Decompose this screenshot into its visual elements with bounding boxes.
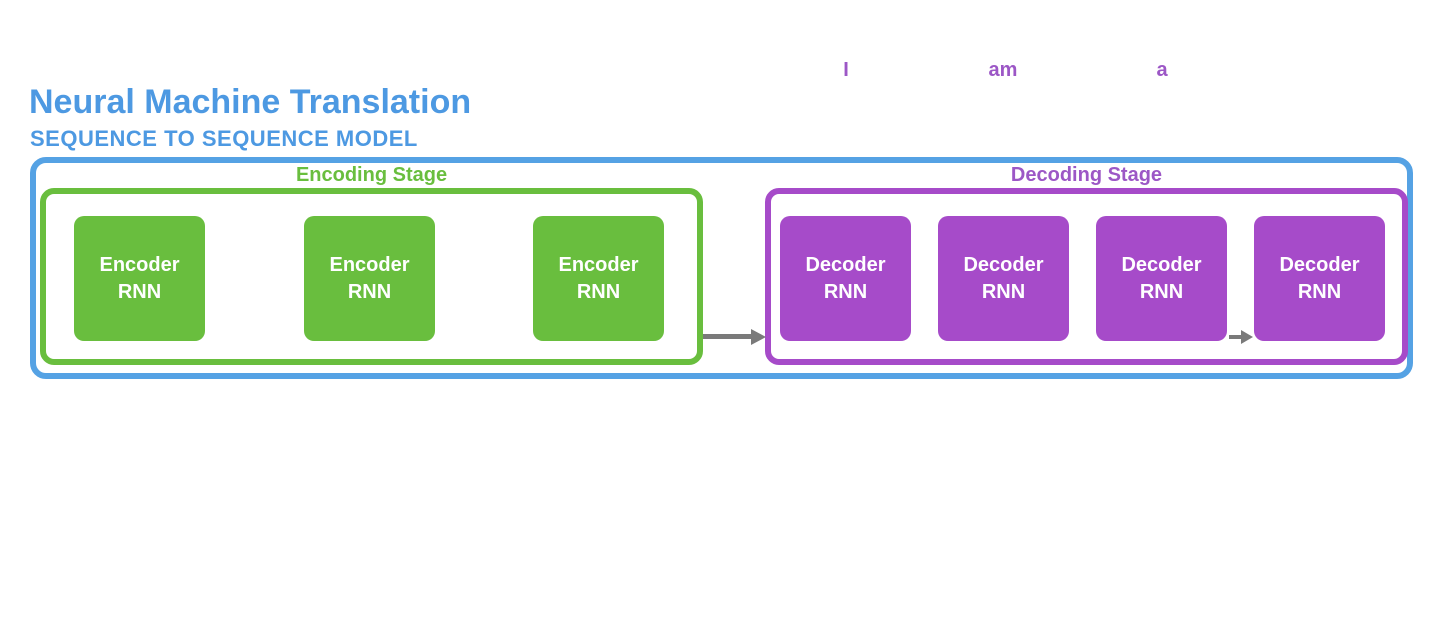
right-arrow-icon [751, 329, 766, 345]
decoder-rnn-label-line2: RNN [823, 280, 868, 303]
decoder-rnn-box: Decoder RNN [780, 216, 911, 341]
model-outer-frame [30, 157, 1413, 379]
right-arrow-shaft [1229, 335, 1243, 339]
encoder-rnn-box: Encoder RNN [304, 216, 435, 341]
encoder-rnn-label-line1: Encoder [329, 253, 410, 276]
encoding-stage-label: Encoding Stage [295, 164, 448, 186]
decoder-rnn-label-line1: Decoder [1279, 253, 1360, 276]
right-arrow-icon [1241, 330, 1253, 344]
decoder-rnn-box: Decoder RNN [1254, 216, 1385, 341]
output-word: a [1156, 59, 1168, 81]
decoder-rnn-box: Decoder RNN [938, 216, 1069, 341]
encoder-rnn-label-line2: RNN [576, 280, 621, 303]
encoder-rnn-label-line2: RNN [117, 280, 162, 303]
encoding-stage-frame [40, 188, 703, 365]
decoder-rnn-label-line2: RNN [1297, 280, 1342, 303]
decoder-rnn-label-line2: RNN [981, 280, 1026, 303]
output-word: I [843, 59, 849, 81]
encoder-rnn-label-line1: Encoder [558, 253, 639, 276]
encoder-rnn-box: Encoder RNN [74, 216, 205, 341]
decoder-rnn-box: Decoder RNN [1096, 216, 1227, 341]
page-subtitle: SEQUENCE TO SEQUENCE MODEL [30, 126, 418, 151]
output-word: am [988, 59, 1018, 81]
decoder-rnn-label-line1: Decoder [963, 253, 1044, 276]
encoder-rnn-label-line2: RNN [347, 280, 392, 303]
decoder-rnn-label-line1: Decoder [805, 253, 886, 276]
decoder-rnn-label-line1: Decoder [1121, 253, 1202, 276]
encoder-rnn-box: Encoder RNN [533, 216, 664, 341]
page-title: Neural Machine Translation [29, 83, 472, 121]
right-arrow-shaft [703, 334, 753, 339]
decoding-stage-frame [765, 188, 1408, 365]
decoding-stage-label: Decoding Stage [1010, 164, 1163, 186]
encoder-rnn-label-line1: Encoder [99, 253, 180, 276]
decoder-rnn-label-line2: RNN [1139, 280, 1184, 303]
